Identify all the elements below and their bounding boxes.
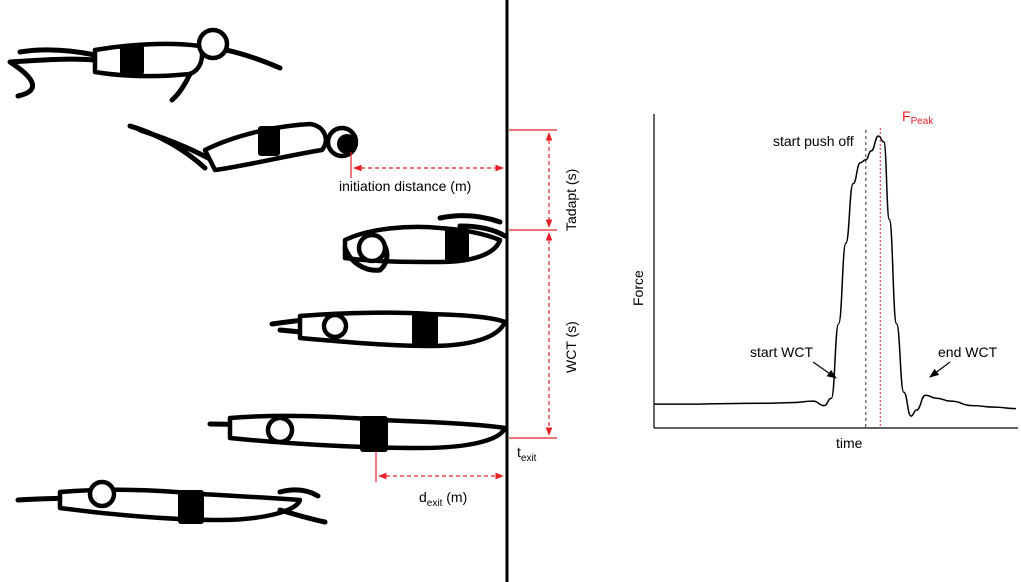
swimmer-6-glide xyxy=(15,479,328,525)
initiation-distance-label: initiation distance (m) xyxy=(339,178,471,194)
end-wct-arrow xyxy=(929,361,951,378)
tadapt-label: Tadapt (s) xyxy=(563,169,579,231)
wct-label: WCT (s) xyxy=(563,321,579,373)
start-wct-label: start WCT xyxy=(750,344,813,360)
swimmer-2-approach xyxy=(127,121,359,173)
force-series-line xyxy=(654,135,1017,417)
f-peak-label: FPeak xyxy=(902,108,934,127)
x-axis-label: time xyxy=(836,435,863,451)
start-push-off-label: start push off xyxy=(773,133,854,149)
swimmer-1-freestyle xyxy=(7,27,283,103)
swimmer-5-streamline xyxy=(207,413,508,452)
y-axis-label: Force xyxy=(630,270,646,306)
end-wct-label: end WCT xyxy=(938,344,998,360)
d-exit-label: dexit (m) xyxy=(419,489,467,509)
timing-brackets: Tadapt (s) WCT (s) xyxy=(509,129,579,439)
swimmer-4-push xyxy=(269,310,508,349)
d-exit-annotation: dexit (m) xyxy=(375,452,504,509)
swimmer-3-tucked xyxy=(342,213,508,273)
initiation-distance-annotation: initiation distance (m) xyxy=(339,152,504,194)
start-wct-arrow xyxy=(812,361,837,379)
force-time-chart: Force time start push off FPeak start WC… xyxy=(630,108,1018,451)
t-exit-label: texit xyxy=(517,444,537,464)
